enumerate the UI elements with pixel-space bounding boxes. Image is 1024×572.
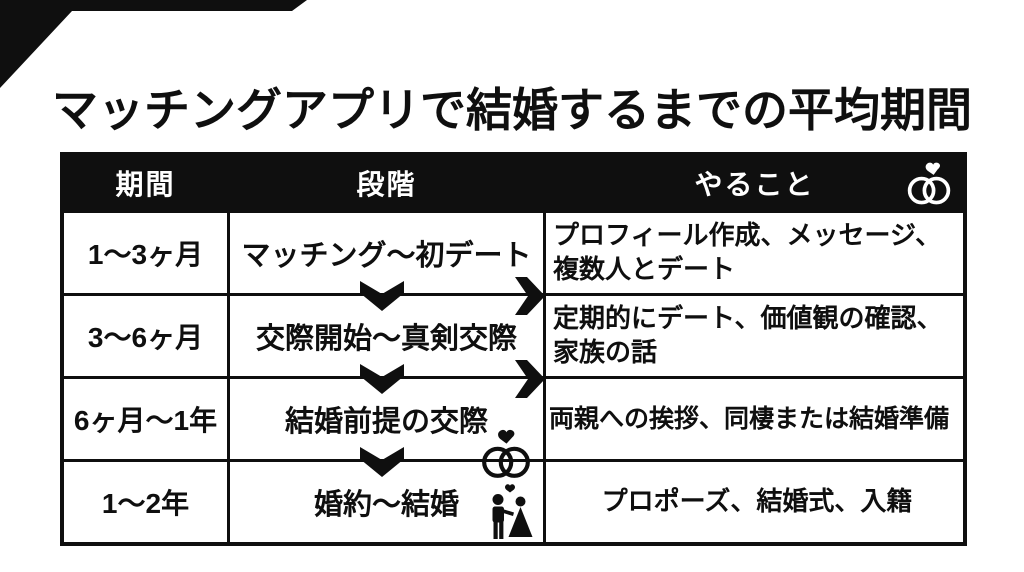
stage-value: マッチング〜初デート: [241, 240, 532, 272]
wedding-rings-icon: [907, 162, 951, 205]
header-label-period: 期間: [115, 169, 176, 200]
period-value: 3〜6ヶ月: [87, 322, 204, 353]
todo-value: プロフィール作成、メッセージ、複数人とデート: [553, 220, 942, 284]
header-cell-period: 期間: [64, 156, 230, 213]
table-row-3-stage: 結婚前提の交際: [230, 379, 546, 462]
schedule-table: 期間 段階 やること 1〜3ヶ月 マッチング〜初デート プロフィール作成、メッセ…: [60, 152, 967, 546]
page-title: マッチングアプリで結婚するまでの平均期間: [52, 84, 972, 136]
table-row-3-todo: 両親への挨拶、同棲または結婚準備: [546, 379, 963, 462]
period-value: 1〜2年: [101, 488, 190, 519]
table-row-4-stage: 婚約〜結婚: [230, 462, 546, 542]
stage-value: 婚約〜結婚: [313, 489, 459, 521]
stage-value: 結婚前提の交際: [284, 406, 488, 438]
table-row-2-todo: 定期的にデート、価値観の確認、家族の話: [546, 296, 963, 379]
todo-value: 両親への挨拶、同棲または結婚準備: [549, 404, 950, 433]
period-value: 6ヶ月〜1年: [73, 405, 218, 436]
table-row-1-todo: プロフィール作成、メッセージ、複数人とデート: [546, 213, 963, 296]
todo-value: 定期的にデート、価値観の確認、家族の話: [553, 303, 943, 367]
todo-value: プロポーズ、結婚式、入籍: [601, 486, 913, 517]
stage-value: 交際開始〜真剣交際: [255, 323, 517, 355]
header-label-stage: 段階: [356, 169, 417, 200]
period-value: 1〜3ヶ月: [87, 239, 204, 270]
corner-ribbon-shape: [0, 0, 307, 88]
table-row-2-period: 3〜6ヶ月: [64, 296, 230, 379]
table-row-4-period: 1〜2年: [64, 462, 230, 542]
header-cell-todo: やること: [546, 156, 963, 213]
table-row-1-stage: マッチング〜初デート: [230, 213, 546, 296]
header-cell-stage: 段階: [230, 156, 546, 213]
table-row-2-stage: 交際開始〜真剣交際: [230, 296, 546, 379]
table-row-1-period: 1〜3ヶ月: [64, 213, 230, 296]
header-label-todo: やること: [694, 169, 815, 200]
table-row-4-todo: プロポーズ、結婚式、入籍: [546, 462, 963, 542]
table-row-3-period: 6ヶ月〜1年: [64, 379, 230, 462]
